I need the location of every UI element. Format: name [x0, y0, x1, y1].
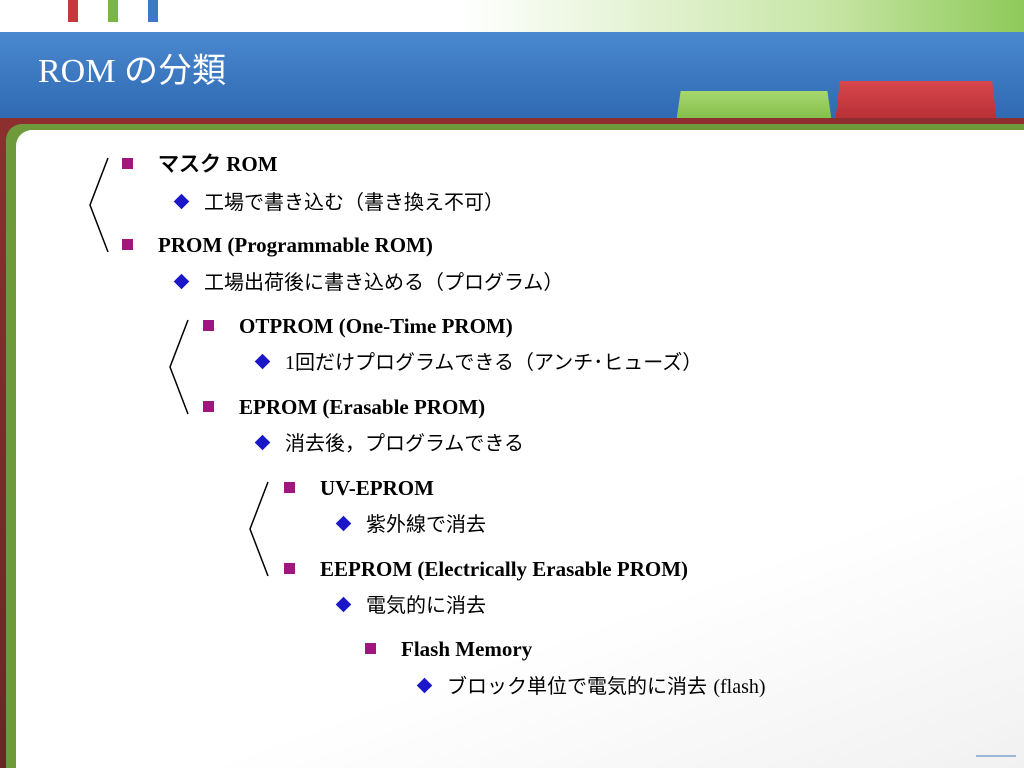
item-label: PROM (Programmable ROM)	[158, 233, 433, 257]
left-angle-brace-icon	[169, 319, 189, 415]
item-detail-english: (flash)	[713, 676, 766, 698]
left-angle-brace-icon	[89, 157, 109, 253]
left-angle-brace-icon	[249, 481, 269, 577]
item-detail-text: 回だけプログラムできる（アンチ･ヒューズ）	[295, 350, 703, 374]
square-bullet-icon	[284, 563, 295, 574]
item-detail: 紫外線で消去	[366, 512, 486, 536]
item-detail-text: ブロック単位で電気的に消去	[447, 674, 707, 698]
red-accent-bar	[68, 0, 78, 22]
item-label: EPROM (Erasable PROM)	[239, 395, 486, 419]
slide-title: ROM の分類	[38, 53, 226, 90]
square-bullet-icon	[122, 158, 133, 169]
item-detail: ブロック単位で電気的に消去 (flash)	[447, 672, 766, 701]
square-bullet-icon	[284, 482, 295, 493]
item-detail: 工場で書き込む（書き換え不可）	[204, 190, 504, 214]
green-accent-bar	[108, 0, 118, 22]
item-detail: 消去後，プログラムできる	[285, 431, 524, 455]
item-label: マスク ROM	[158, 152, 278, 176]
item-detail-number: 1	[285, 352, 295, 374]
item-label: Flash Memory	[401, 637, 533, 661]
item-detail: 電気的に消去	[366, 593, 486, 617]
item-label: UV-EPROM	[320, 476, 434, 500]
content-panel	[16, 130, 1024, 768]
blue-accent-bar	[148, 0, 158, 22]
footer-line	[976, 755, 1016, 757]
square-bullet-icon	[122, 239, 133, 250]
item-detail: 工場出荷後に書き込める（プログラム）	[204, 270, 564, 294]
square-bullet-icon	[203, 401, 214, 412]
item-detail: 1回だけプログラムできる（アンチ･ヒューズ）	[285, 348, 702, 377]
green-tab-decoration	[676, 91, 832, 123]
red-tab-decoration	[835, 81, 997, 123]
item-label: OTPROM (One-Time PROM)	[239, 314, 513, 338]
top-gradient-strip	[0, 0, 1024, 32]
square-bullet-icon	[203, 320, 214, 331]
item-label: EEPROM (Electrically Erasable PROM)	[320, 557, 689, 581]
square-bullet-icon	[365, 643, 376, 654]
